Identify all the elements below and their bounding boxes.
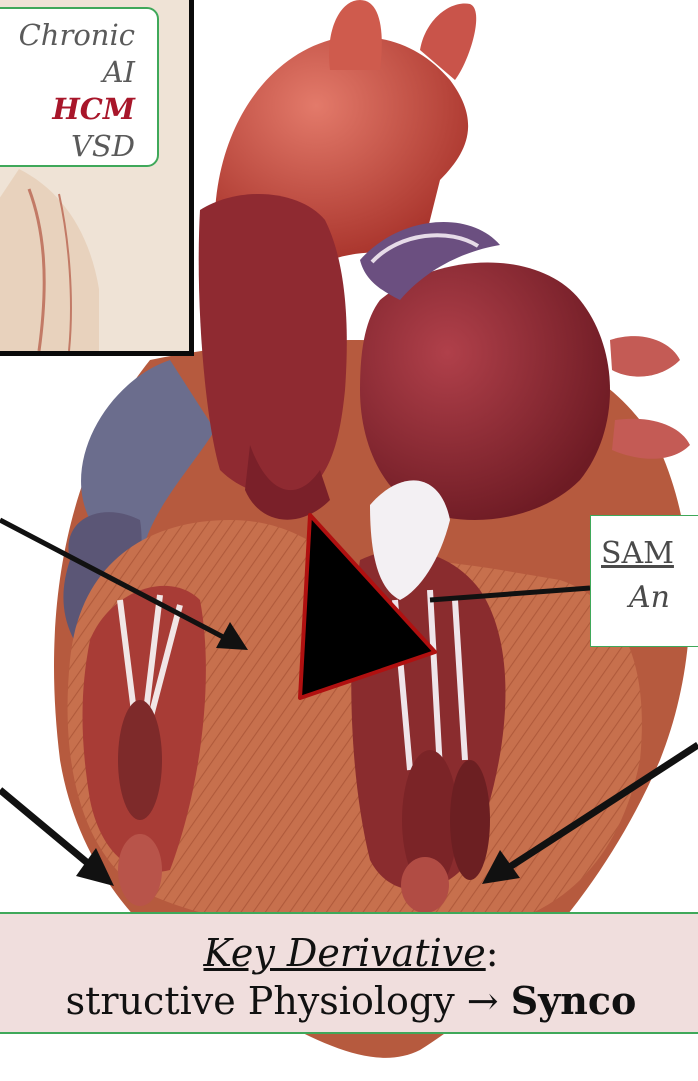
legend-item-chronic-ai: Chronic AI [0, 17, 135, 91]
banner-statement-bold: Synco [511, 978, 637, 1023]
legend-item-vsd: VSD [0, 128, 135, 165]
legend-item-hcm: HCM [0, 91, 135, 128]
banner-statement: structive Physiology → Synco [0, 976, 698, 1026]
sam-callout: SAM An [590, 515, 698, 647]
banner-heading: Key Derivative: [0, 914, 698, 976]
pulmonary-vein-upper [610, 336, 680, 376]
sam-callout-line1: SAM [601, 532, 698, 576]
pulmonary-vein-lower [612, 419, 690, 459]
key-derivative-banner: Key Derivative: structive Physiology → S… [0, 912, 698, 1034]
left-atrium [360, 263, 610, 521]
pulmonary-trunk [199, 194, 347, 496]
murmur-differential-legend: Chronic AI HCM VSD [0, 7, 159, 167]
banner-heading-colon: : [486, 931, 499, 975]
inset-thumbnail: Chronic AI HCM VSD [0, 0, 194, 356]
sam-callout-line2: An [601, 576, 698, 620]
banner-heading-italic: Key Derivative [204, 931, 486, 975]
banner-arrow: → [467, 979, 499, 1023]
brachiocephalic-artery [329, 0, 382, 70]
banner-statement-prefix: structive Physiology [66, 979, 455, 1023]
right-papillary-muscle [118, 700, 162, 820]
